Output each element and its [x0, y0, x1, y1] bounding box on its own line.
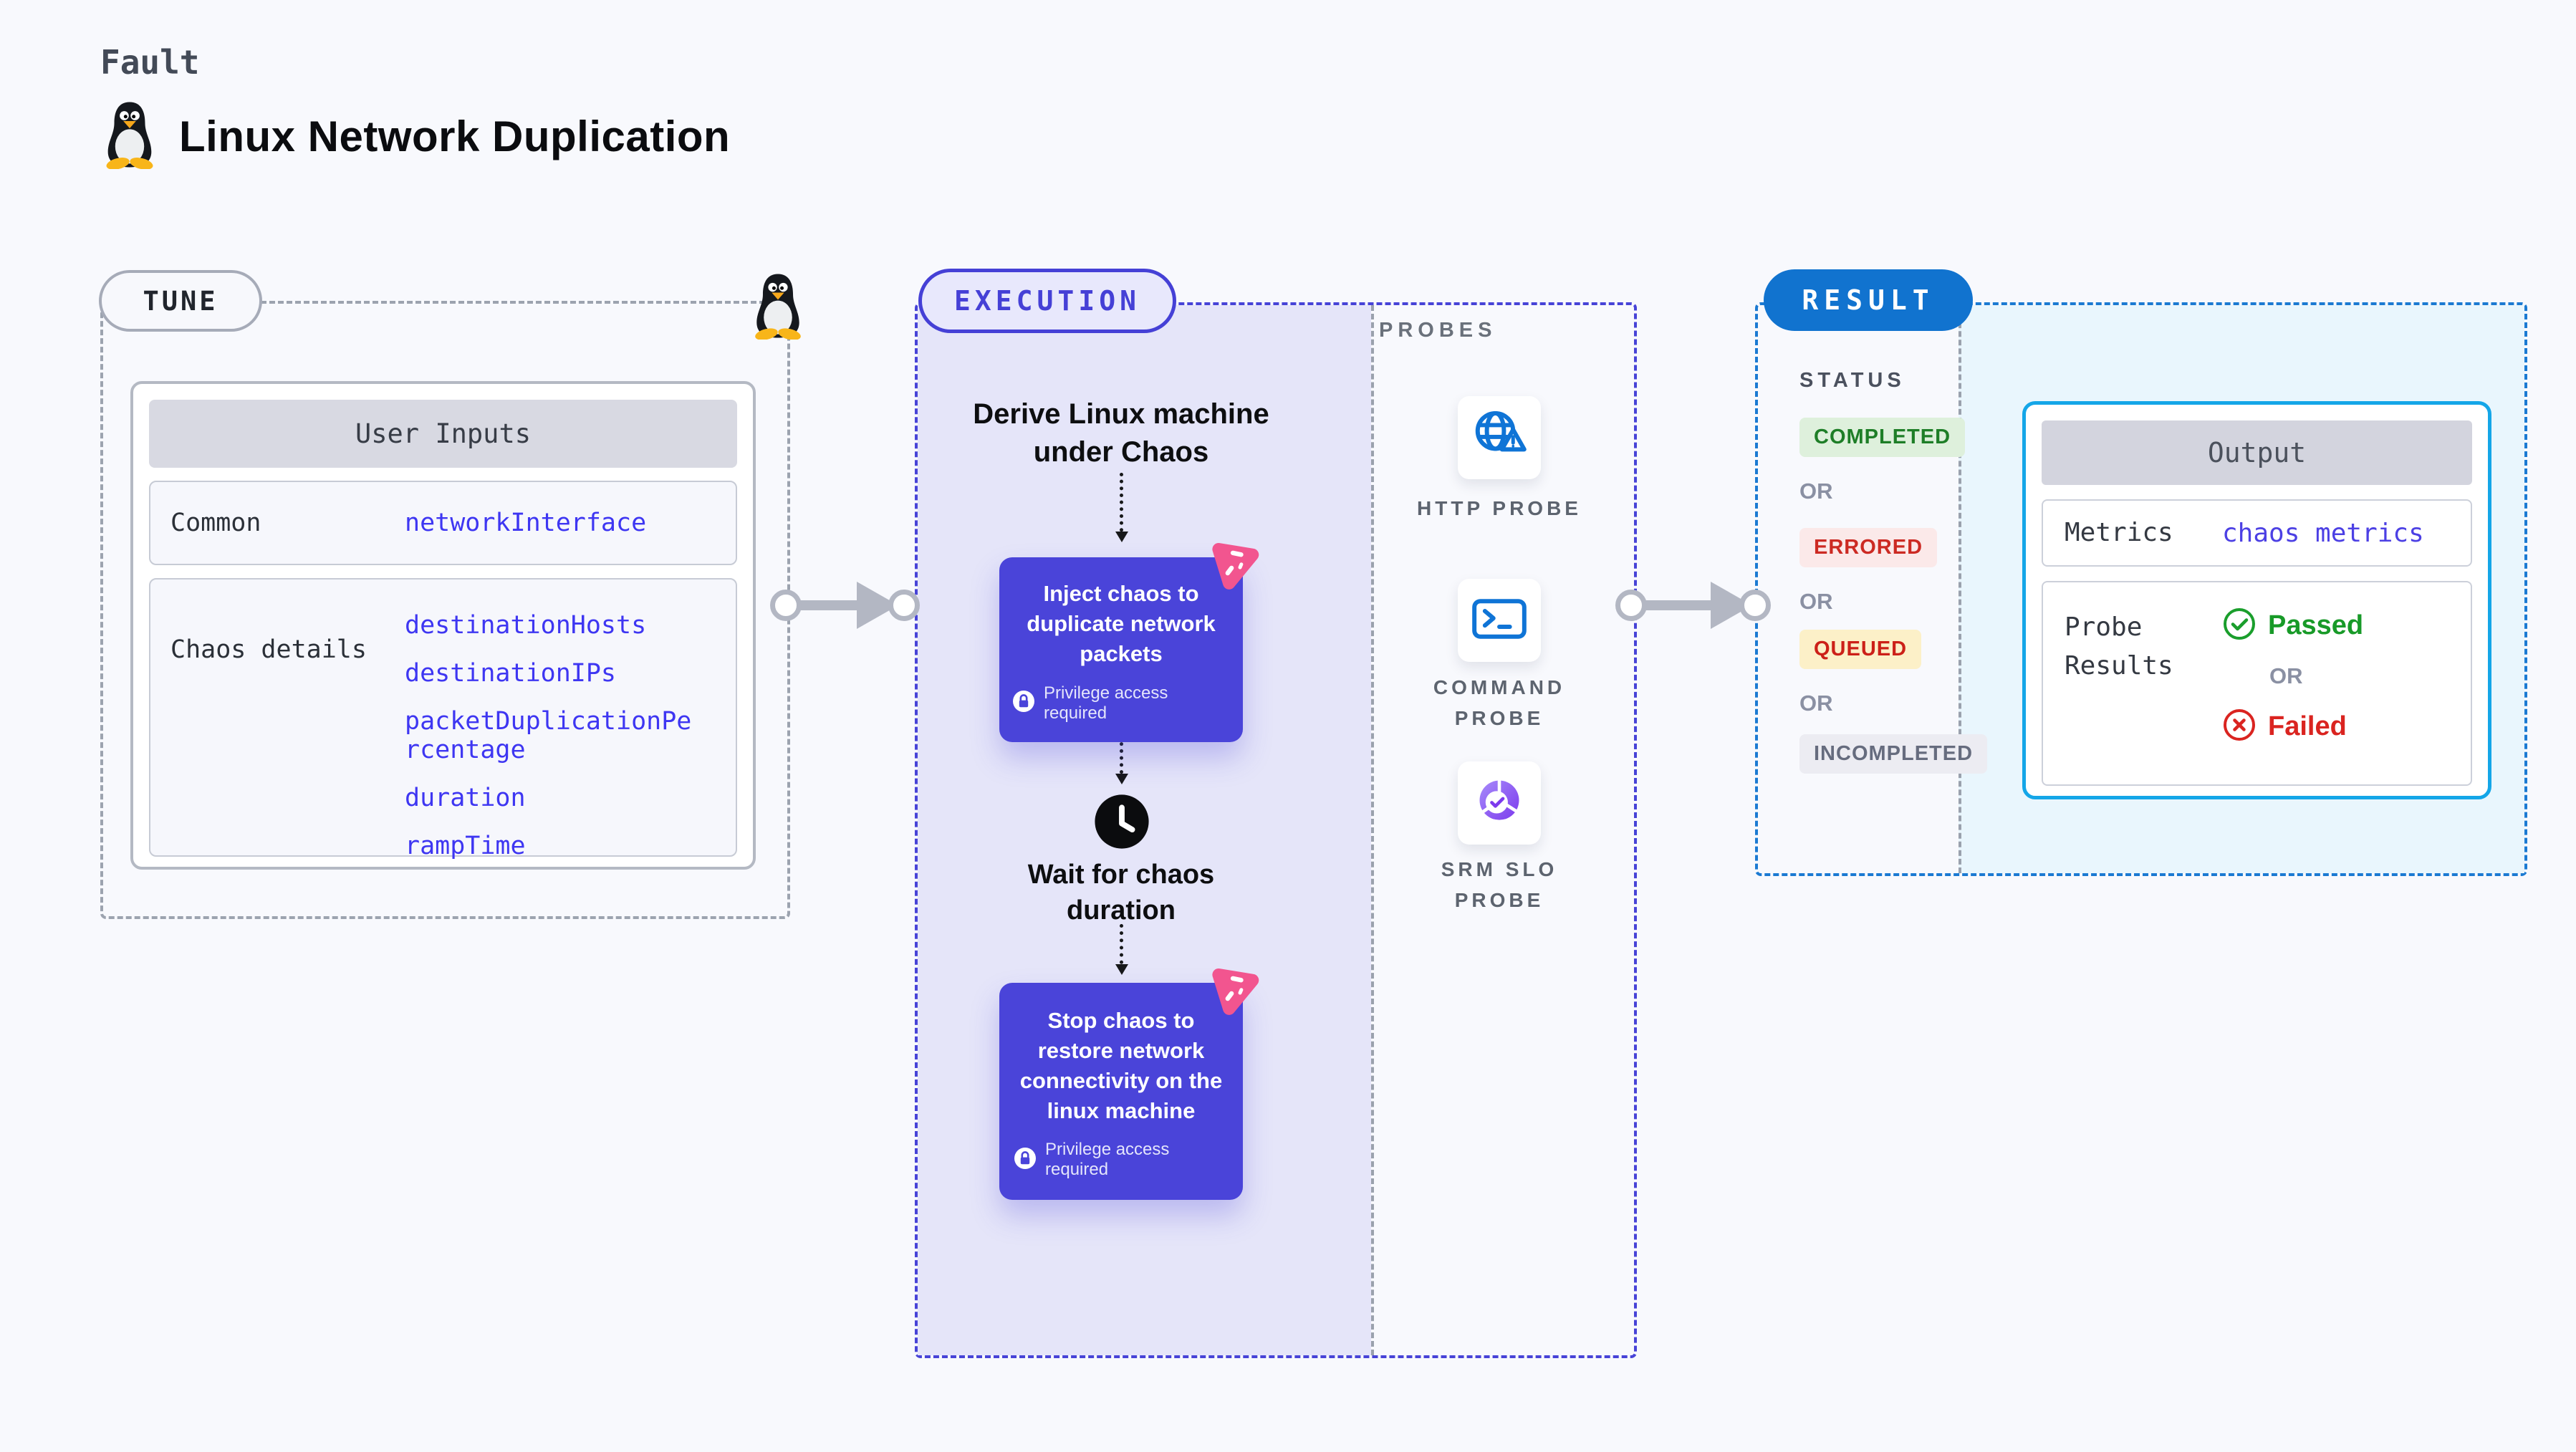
tux-penguin-icon-small — [749, 272, 807, 343]
result-badge: RESULT — [1764, 269, 1973, 331]
passed-label: Passed — [2268, 610, 2364, 640]
chaos-metrics-link: chaos metrics — [2222, 518, 2424, 548]
passed-row: Passed — [2222, 607, 2363, 645]
metrics-label: Metrics — [2065, 518, 2173, 547]
chaos-logo-icon — [1203, 532, 1265, 594]
status-badge-incompleted: INCOMPLETED — [1799, 734, 1988, 774]
failed-label: Failed — [2268, 711, 2347, 741]
probe-label: HTTP PROBE — [1417, 497, 1582, 519]
probes-section-label: PROBES — [1379, 319, 1497, 342]
user-inputs-card: User Inputs Common networkInterface Chao… — [130, 381, 756, 870]
param-link: duration — [405, 784, 526, 812]
param-link: networkInterface — [405, 509, 647, 537]
param-link: packetDuplicationPercentage — [405, 707, 692, 764]
probes-region — [1371, 305, 1634, 1355]
privilege-row: Privilege access required — [1014, 1140, 1229, 1180]
lock-icon — [1014, 1147, 1037, 1173]
failed-row: Failed — [2222, 708, 2363, 746]
step-derive-machine: Derive Linux machine under Chaos — [973, 398, 1269, 468]
srm-slo-probe-card — [1458, 761, 1541, 845]
flow-arrow-down — [1115, 473, 1128, 542]
privilege-row: Privilege access required — [1012, 683, 1230, 723]
probe-results-row: Probe Results Passed OR — [2042, 581, 2472, 786]
check-circle-icon — [2222, 607, 2257, 645]
output-header: Output — [2042, 420, 2472, 485]
page-title: Linux Network Duplication — [179, 112, 731, 160]
probe-label: SRM SLO PROBE — [1441, 858, 1558, 912]
step-title: Stop chaos to restore network connectivi… — [1019, 1008, 1223, 1123]
step-wait-duration: Wait for chaos duration — [1027, 860, 1215, 926]
connector-node — [1615, 590, 1647, 621]
privilege-label: Privilege access required — [1045, 1140, 1170, 1180]
execution-badge: EXECUTION — [918, 269, 1176, 333]
lock-icon — [1012, 690, 1035, 716]
clock-icon — [1092, 792, 1151, 855]
or-separator: OR — [1799, 691, 1833, 716]
row-label: Chaos details — [170, 635, 367, 664]
or-separator: OR — [1799, 589, 1833, 614]
connector-line — [1637, 600, 1717, 610]
command-probe-card — [1458, 579, 1541, 662]
globe-warning-icon — [1468, 405, 1531, 471]
metrics-row: Metrics chaos metrics — [2042, 499, 2472, 567]
output-card: Output Metrics chaos metrics Probe Resul… — [2022, 401, 2491, 799]
slo-donut-icon — [1468, 770, 1531, 837]
or-separator: OR — [2269, 663, 2303, 688]
step-stop-chaos: Stop chaos to restore network connectivi… — [999, 968, 1259, 1201]
row-label: Common — [170, 509, 261, 537]
tune-badge: TUNE — [99, 270, 262, 332]
connector-node — [770, 590, 802, 621]
or-separator: OR — [1799, 479, 1833, 504]
param-link: destinationHosts — [405, 611, 647, 640]
privilege-label: Privilege access required — [1044, 683, 1168, 723]
terminal-icon — [1468, 587, 1531, 654]
status-badge-completed: COMPLETED — [1799, 418, 1966, 457]
status-badge-queued: QUEUED — [1799, 630, 1922, 669]
status-label: STATUS — [1799, 369, 1905, 392]
param-link: destinationIPs — [405, 659, 617, 688]
title-row: Linux Network Duplication — [100, 100, 730, 173]
probe-label: COMMAND PROBE — [1433, 676, 1566, 730]
probe-results-values: Passed OR Failed — [2222, 582, 2363, 746]
param-link: rampTime — [405, 832, 526, 860]
connector-node — [888, 590, 920, 621]
flow-arrow-down — [1115, 924, 1128, 975]
probe-results-label: Probe Results — [2065, 612, 2173, 681]
step-title: Inject chaos to duplicate network packet… — [1027, 581, 1216, 666]
status-badge-errored: ERRORED — [1799, 528, 1938, 567]
x-circle-icon — [2222, 708, 2257, 746]
param-list: destinationHosts destinationIPs packetDu… — [405, 580, 736, 892]
fault-eyebrow: Fault — [100, 43, 200, 82]
http-probe-card — [1458, 396, 1541, 479]
table-row-chaos-details: Chaos details destinationHosts destinati… — [149, 578, 737, 860]
connector-node — [1739, 590, 1771, 621]
chaos-logo-icon — [1203, 958, 1265, 1019]
step-inject-chaos: Inject chaos to duplicate network packet… — [999, 542, 1259, 742]
tux-penguin-icon — [100, 100, 159, 173]
user-inputs-header: User Inputs — [149, 400, 737, 468]
table-row-common: Common networkInterface — [149, 481, 737, 565]
